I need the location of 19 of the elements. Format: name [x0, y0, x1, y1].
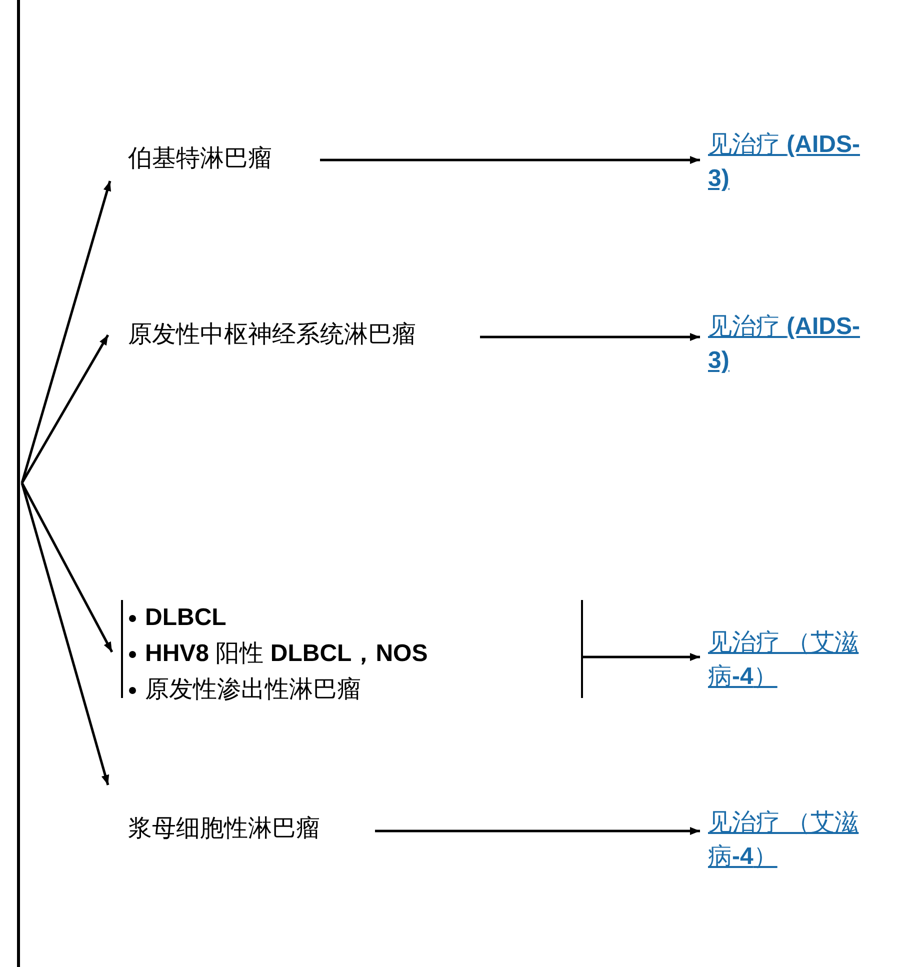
list-item: HHV8 阳性 DLBCL，NOS	[145, 639, 429, 669]
arrow	[20, 482, 114, 653]
list-item: 原发性渗出性淋巴瘤	[145, 675, 362, 705]
text-label: 原发性中枢神经系统淋巴瘤	[128, 320, 417, 350]
arrow	[480, 333, 700, 341]
link: 见治疗 (AIDS-3)	[708, 131, 860, 192]
arrow	[20, 180, 112, 484]
arrow	[320, 156, 700, 164]
arrow	[375, 827, 700, 835]
link: 见治疗 （艾滋病-4）	[708, 629, 859, 690]
arrow	[20, 334, 110, 484]
link: 见治疗 （艾滋病-4）	[708, 809, 859, 870]
text-label: 浆母细胞性淋巴瘤	[128, 814, 321, 844]
list-item: DLBCL	[145, 603, 228, 633]
text-label: 伯基特淋巴瘤	[128, 144, 273, 174]
arrow	[20, 482, 110, 786]
arrow	[583, 653, 700, 661]
link: 见治疗 (AIDS-3)	[708, 313, 860, 374]
vertical-line	[17, 0, 20, 967]
